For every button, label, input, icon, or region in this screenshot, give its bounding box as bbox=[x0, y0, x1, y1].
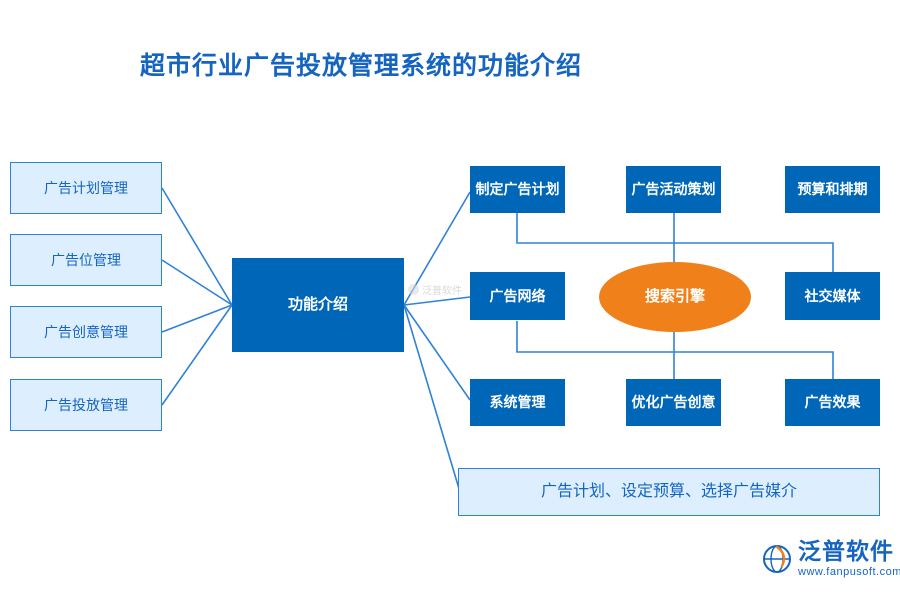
watermark-icon bbox=[408, 284, 419, 295]
watermark: 泛普软件 bbox=[408, 282, 462, 297]
watermark-text: 泛普软件 bbox=[422, 286, 462, 297]
right-node-r3c3[interactable]: 广告效果 bbox=[785, 379, 880, 426]
left-node-3[interactable]: 广告创意管理 bbox=[10, 306, 162, 358]
right-node-r1c1[interactable]: 制定广告计划 bbox=[470, 166, 565, 213]
right-node-r3c3-label: 广告效果 bbox=[804, 394, 861, 411]
left-node-4-label: 广告投放管理 bbox=[44, 396, 128, 413]
page-title: 超市行业广告投放管理系统的功能介绍 bbox=[140, 52, 583, 80]
left-node-1[interactable]: 广告计划管理 bbox=[10, 162, 162, 214]
logo-name: 泛普软件 bbox=[798, 538, 894, 564]
right-node-r2c2-label: 搜索引擎 bbox=[644, 288, 705, 305]
logo: 泛普软件 www.fanpusoft.com bbox=[762, 540, 900, 578]
right-node-r3c1[interactable]: 系统管理 bbox=[470, 379, 565, 426]
bottom-banner-label: 广告计划、设定预算、选择广告媒介 bbox=[540, 483, 797, 501]
right-node-r3c1-label: 系统管理 bbox=[489, 394, 546, 411]
right-node-r2c3-label: 社交媒体 bbox=[804, 287, 861, 304]
right-node-r1c1-label: 制定广告计划 bbox=[475, 181, 560, 198]
left-node-3-label: 广告创意管理 bbox=[44, 323, 128, 340]
left-node-2-label: 广告位管理 bbox=[51, 251, 121, 268]
left-node-1-label: 广告计划管理 bbox=[44, 179, 128, 196]
logo-url: www.fanpusoft.com bbox=[798, 566, 900, 578]
center-node-label: 功能介绍 bbox=[287, 296, 348, 313]
right-node-r2c2-search-engine[interactable]: 搜索引擎 bbox=[599, 262, 751, 332]
logo-text: 泛普软件 www.fanpusoft.com bbox=[798, 540, 900, 578]
right-node-r2c1[interactable]: 广告网络 bbox=[470, 272, 565, 320]
right-node-r1c2-label: 广告活动策划 bbox=[631, 181, 716, 198]
left-node-2[interactable]: 广告位管理 bbox=[10, 234, 162, 286]
bottom-banner[interactable]: 广告计划、设定预算、选择广告媒介 bbox=[458, 468, 880, 516]
right-node-r3c2[interactable]: 优化广告创意 bbox=[626, 379, 721, 426]
logo-globe-icon bbox=[762, 544, 792, 574]
right-node-r1c2[interactable]: 广告活动策划 bbox=[626, 166, 721, 213]
right-node-r2c1-label: 广告网络 bbox=[489, 287, 546, 304]
left-node-4[interactable]: 广告投放管理 bbox=[10, 379, 162, 431]
center-node[interactable]: 功能介绍 bbox=[232, 258, 404, 352]
right-node-r3c2-label: 优化广告创意 bbox=[631, 394, 716, 411]
right-node-r2c3[interactable]: 社交媒体 bbox=[785, 272, 880, 320]
right-node-r1c3-label: 预算和排期 bbox=[797, 181, 868, 198]
right-node-r1c3[interactable]: 预算和排期 bbox=[785, 166, 880, 213]
